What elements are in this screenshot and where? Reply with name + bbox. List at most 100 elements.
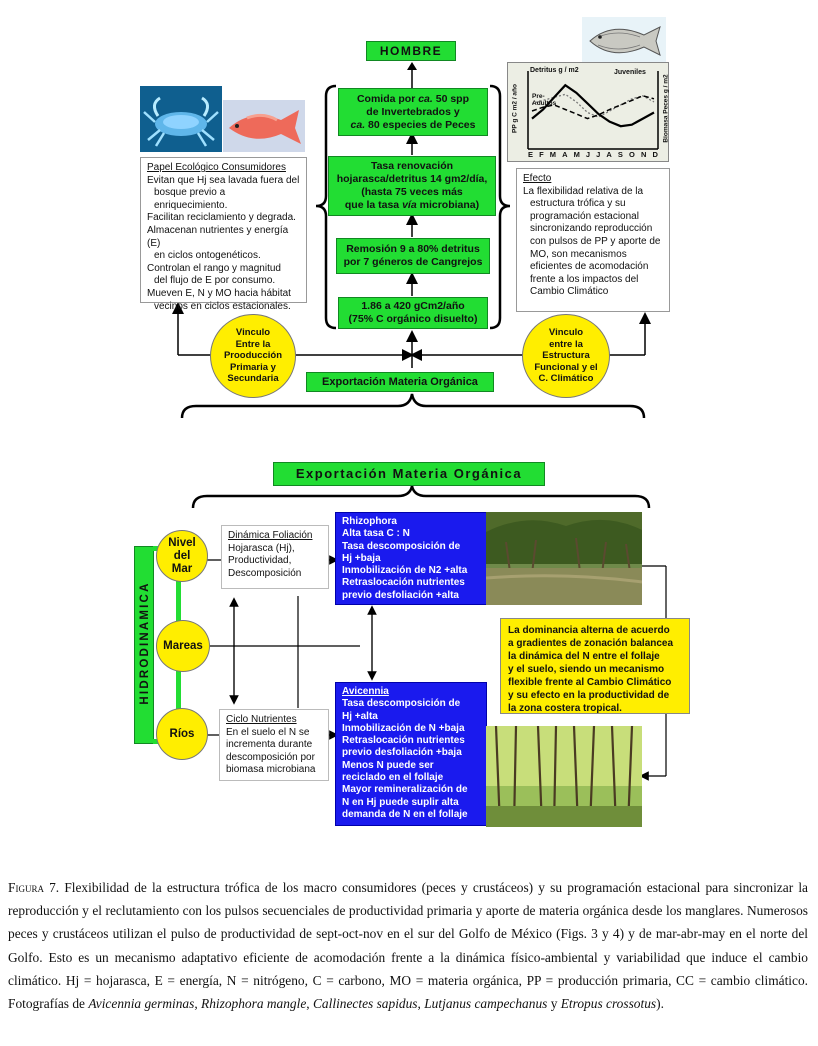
papel-title: Papel Ecológico Consumidores [147, 162, 286, 173]
efecto-line: sincronizando reproducción [530, 223, 653, 235]
caption-text: Flexibilidad de la estructura trófica de… [8, 880, 808, 1012]
rhizophora-line: Inmobilización de N2 +alta [342, 565, 468, 577]
dinamica-line: Descomposición [228, 567, 302, 579]
center-box-carbono: 1.86 a 420 gCm2/año(75% C orgánico disue… [338, 297, 488, 329]
rios-circle: Ríos [156, 708, 208, 760]
ciclo-nutrientes-box: Ciclo Nutrientes En el suelo el N se inc… [219, 709, 329, 781]
yellow-line: y el suelo, siendo un mecanismo [508, 664, 665, 675]
dominancia-yellow-box: La dominancia alterna de acuerdo a gradi… [500, 618, 690, 714]
avicennia-title: Avicennia [342, 686, 389, 697]
avicennia-line: Menos N puede ser [342, 759, 434, 771]
seasonal-chart-svg [527, 71, 659, 150]
papel-line: bosque previo a enriquecimiento. [154, 187, 228, 211]
month-tick-label: A [606, 150, 612, 159]
yellow-line: a gradientes de zonación balancea [508, 638, 674, 649]
crab-photo [140, 86, 222, 152]
avicennia-line: previo desfoliación +baja [342, 747, 462, 759]
dinamica-foliacion-box: Dinámica Foliación Hojarasca (Hj), Produ… [221, 525, 329, 589]
dinamica-title: Dinámica Foliación [228, 530, 313, 541]
month-tick-label: F [539, 150, 544, 159]
preadultos-label: Pre-Adultos [532, 93, 557, 107]
efecto-line: La flexibilidad relativa de la [523, 185, 644, 197]
yellow-line: la zona costera tropical. [508, 703, 622, 714]
series-line-1 [531, 95, 655, 120]
month-tick-label: E [528, 150, 534, 159]
papel-line: Evitan que Hj sea lavada fuera del [147, 174, 300, 186]
efecto-line: Cambio Climático [530, 286, 609, 298]
efecto-line: frente a los impactos del [530, 273, 639, 285]
flounder-photo [582, 17, 666, 63]
rhizophora-title: Rhizophora [342, 516, 397, 527]
nivel-del-mar-circle: Nivel del Mar [156, 530, 208, 582]
dinamica-line: Hojarasca (Hj), [228, 542, 295, 554]
hidrodinamica-label: HIDRODINAMICA [139, 581, 151, 705]
species-name: Etropus crossotus [560, 996, 657, 1012]
juveniles-label: Juveniles [614, 69, 646, 76]
ciclo-line: biomasa microbiana [226, 764, 316, 776]
avicennia-line: Retraslocación nutrientes [342, 735, 465, 747]
month-tick-label: N [640, 150, 647, 159]
yellow-line: y su efecto en la productividad de [508, 690, 670, 701]
avicennia-line: Mayor remineralización de [342, 784, 468, 796]
rhizophora-box: Rhizophora Alta tasa C : N Tasa descompo… [335, 512, 487, 605]
left-axis-label: PP g C m2 / año [511, 84, 519, 134]
efecto-title: Efecto [523, 173, 552, 184]
avicennia-box: Avicennia Tasa descomposición de Hj +alt… [335, 682, 487, 826]
papel-line: del flujo de E por consumo. [154, 275, 276, 287]
papel-line: vecinos en ciclos estacionales. [154, 300, 291, 312]
ciclo-line: En el suelo el N se [226, 726, 310, 738]
avicennia-line: Tasa descomposición de [342, 698, 461, 710]
month-tick-label: O [629, 150, 635, 159]
rhizophora-line: Retraslocación nutrientes [342, 577, 465, 589]
month-tick-label: J [585, 150, 591, 159]
mareas-circle: Mareas [156, 620, 210, 672]
papel-ecologico-box: Papel Ecológico Consumidores Evitan que … [140, 157, 307, 312]
rhizophora-line: Alta tasa C : N [342, 528, 410, 540]
efecto-box: Efecto La flexibilidad relativa de la es… [516, 168, 670, 312]
species-name: Avicennia germinas [88, 996, 195, 1012]
month-tick-label: S [617, 150, 623, 159]
ciclo-line: descomposición por [226, 751, 315, 763]
avicennia-line: N en Hj puede suplir alta [342, 796, 459, 808]
efecto-line: programación estacional [530, 210, 639, 222]
export-materia-organica-small: Exportación Materia Orgánica [306, 372, 494, 392]
yellow-line: flexible frente al Cambio Climático [508, 677, 672, 688]
avicennia-line: reciclado en el follaje [342, 772, 444, 784]
ciclo-title: Ciclo Nutrientes [226, 714, 297, 725]
month-tick-label: M [549, 150, 557, 159]
month-tick-label: A [562, 150, 568, 159]
efecto-line: estructura trófica y su [530, 198, 626, 210]
avicennia-line: Hj +alta [342, 710, 378, 722]
ciclo-line: incrementa durante [226, 739, 313, 751]
papel-line: en ciclos ontogenéticos. [154, 250, 261, 262]
papel-line: Facilitan reciclamiento y degrada. [147, 212, 296, 224]
rhizophora-photo [485, 512, 643, 605]
fish-photo [223, 100, 305, 152]
hombre-label: HOMBRE [366, 41, 456, 61]
papel-line: Almacenan nutrientes y energía (E) [147, 224, 289, 249]
papel-line: Controlan el rango y magnitud [147, 262, 281, 274]
rhizophora-line: Hj +baja [342, 552, 381, 564]
right-axis-label: Biomasa Peces g / m2 [662, 74, 670, 143]
papel-line: Mueven E, N y MO hacia hábitat [147, 287, 291, 299]
figure-number: Figura 7. [8, 880, 60, 895]
rhizophora-line: Tasa descomposición de [342, 540, 461, 552]
hidrodinamica-bar: HIDRODINAMICA [134, 546, 154, 744]
detritus-label: Detritus g / m2 [530, 67, 579, 74]
month-tick-label: D [652, 150, 658, 159]
rhizophora-line: previo desfoliación +alta [342, 589, 459, 601]
efecto-line: con pulsos de PP y aporte de [530, 235, 661, 247]
figure-caption: Figura 7. Flexibilidad de la estructura … [8, 880, 808, 1012]
species-name: Callinectes sapidus [313, 996, 418, 1012]
avicennia-line: demanda de N en el follaje [342, 808, 468, 820]
seasonal-graph: Detritus g / m2 Juveniles Pre-Adultos PP… [507, 62, 670, 162]
avicennia-line: Inmobilización de N +baja [342, 722, 465, 734]
series-line-2 [531, 83, 655, 128]
species-name: Lutjanus campechanus [424, 996, 548, 1012]
